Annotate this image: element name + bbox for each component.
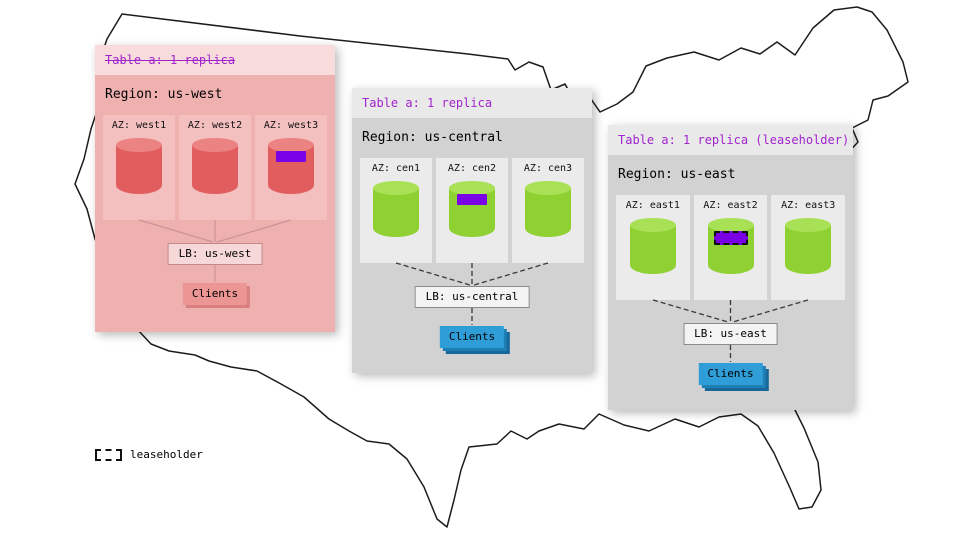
replica-chip: [457, 194, 487, 205]
region-body: Region: us-central AZ: cen1 AZ: cen2: [352, 118, 592, 373]
database-cylinder-icon: [373, 181, 419, 237]
az-box: AZ: west3: [255, 115, 327, 220]
cylinder-top: [192, 138, 238, 152]
region-us-central: Table a: 1 replica Region: us-central AZ…: [352, 88, 592, 373]
database-cylinder-icon: [192, 138, 238, 194]
cylinder-top: [785, 218, 832, 232]
az-box: AZ: cen2: [436, 158, 508, 263]
cylinder-body: [785, 225, 832, 274]
region-header: Table a: 1 replica (leaseholder): [608, 125, 853, 155]
cylinder-top: [525, 181, 571, 195]
database-cylinder-icon: [268, 138, 314, 194]
lb-box: LB: us-east: [683, 323, 778, 345]
az-box: AZ: cen1: [360, 158, 432, 263]
database-cylinder-icon: [785, 218, 832, 274]
cylinder-top: [116, 138, 162, 152]
clients-box: Clients: [182, 283, 248, 305]
replica-chip: [276, 151, 306, 162]
region-title: Region: us-west: [105, 87, 223, 102]
region-body: Region: us-west AZ: west1 AZ: west2: [95, 75, 335, 332]
region-us-west: Table a: 1 replica Region: us-west AZ: w…: [95, 45, 335, 332]
region-header: Table a: 1 replica: [95, 45, 335, 75]
cylinder-body: [192, 145, 238, 194]
legend-label: leaseholder: [130, 448, 203, 461]
database-cylinder-icon: [116, 138, 162, 194]
region-title: Region: us-central: [362, 130, 503, 145]
cylinder-body: [116, 145, 162, 194]
database-cylinder-icon: [707, 218, 754, 274]
table-label: Table a: 1 replica: [105, 53, 236, 67]
cylinder-top: [449, 181, 495, 195]
cylinder-body: [373, 188, 419, 237]
database-cylinder-icon: [629, 218, 676, 274]
region-us-east: Table a: 1 replica (leaseholder) Region:…: [608, 125, 853, 410]
cylinder-top: [268, 138, 314, 152]
az-label: AZ: cen1: [371, 163, 421, 174]
az-box: AZ: west1: [103, 115, 175, 220]
az-box: AZ: east2: [693, 195, 768, 300]
leaseholder-replica-chip: [713, 231, 748, 245]
region-title: Region: us-east: [618, 167, 736, 182]
az-row: AZ: west1 AZ: west2 AZ: west3: [103, 115, 327, 220]
az-row: AZ: east1 AZ: east2 AZ: east3: [616, 195, 846, 300]
clients-box: Clients: [698, 363, 763, 385]
lb-box: LB: us-west: [167, 243, 263, 265]
table-label: Table a: 1 replica (leaseholder): [618, 133, 850, 147]
az-box: AZ: east1: [616, 195, 690, 300]
cylinder-body: [525, 188, 571, 237]
cylinder-top: [707, 218, 754, 232]
az-label: AZ: west2: [187, 120, 243, 131]
az-label: AZ: east3: [781, 200, 836, 211]
az-label: AZ: cen3: [523, 163, 573, 174]
az-box: AZ: cen3: [512, 158, 584, 263]
region-body: Region: us-east AZ: east1 AZ: east2: [608, 155, 853, 410]
az-label: AZ: east2: [703, 200, 758, 211]
cylinder-top: [373, 181, 419, 195]
leaseholder-legend-icon: [95, 448, 122, 461]
az-label: AZ: west1: [111, 120, 167, 131]
table-label: Table a: 1 replica: [362, 96, 493, 110]
cylinder-body: [629, 225, 676, 274]
region-header: Table a: 1 replica: [352, 88, 592, 118]
database-cylinder-icon: [449, 181, 495, 237]
az-label: AZ: east1: [625, 200, 680, 211]
cylinder-top: [629, 218, 676, 232]
az-label: AZ: cen2: [447, 163, 497, 174]
clients-box: Clients: [439, 326, 505, 348]
database-cylinder-icon: [525, 181, 571, 237]
az-label: AZ: west3: [263, 120, 319, 131]
az-box: AZ: east3: [771, 195, 846, 300]
az-row: AZ: cen1 AZ: cen2 AZ: cen3: [360, 158, 584, 263]
az-box: AZ: west2: [179, 115, 251, 220]
lb-box: LB: us-central: [414, 286, 530, 308]
legend: leaseholder: [95, 448, 203, 461]
